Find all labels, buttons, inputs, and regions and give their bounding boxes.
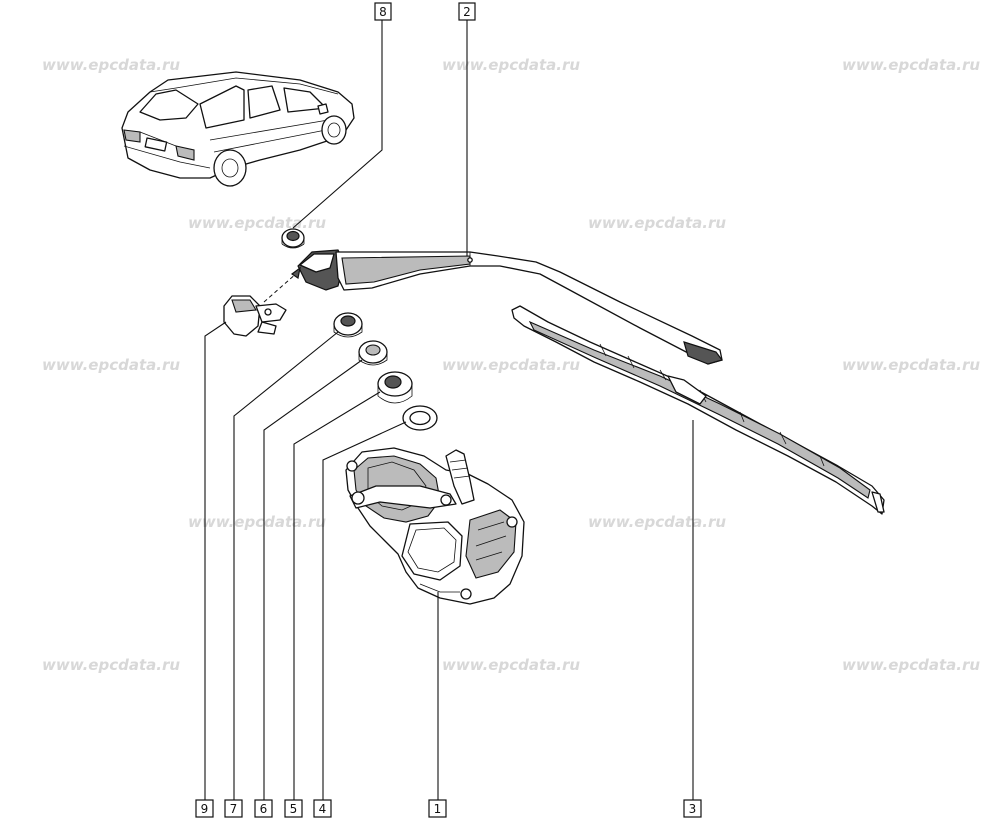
callout-3: 3	[683, 799, 702, 818]
callout-label: 9	[201, 802, 209, 816]
arrow-head	[290, 266, 301, 279]
watermark: www.epcdata.ru	[442, 656, 580, 674]
callout-8: 8	[374, 2, 392, 21]
callout-7: 7	[224, 799, 243, 818]
watermark: www.epcdata.ru	[42, 56, 180, 74]
nut-part-7	[333, 312, 363, 338]
watermark: www.epcdata.ru	[442, 56, 580, 74]
wiper-blade	[511, 305, 885, 515]
callout-label: 7	[230, 802, 238, 816]
watermark-layer: www.epcdata.ru www.epcdata.ru www.epcdat…	[42, 56, 980, 674]
leader-lines	[204, 20, 694, 800]
watermark: www.epcdata.ru	[42, 656, 180, 674]
nut-part-8	[281, 228, 305, 249]
wiper-motor-part-1	[345, 447, 525, 605]
callout-label: 2	[463, 5, 471, 19]
callout-label: 8	[379, 5, 387, 19]
seal-part-4	[402, 405, 438, 431]
callout-label: 5	[290, 802, 298, 816]
watermark: www.epcdata.ru	[442, 356, 580, 374]
watermark: www.epcdata.ru	[842, 656, 980, 674]
callout-4: 4	[313, 799, 332, 818]
assembly-line	[263, 271, 299, 303]
callout-label: 6	[260, 802, 268, 816]
watermark: www.epcdata.ru	[42, 356, 180, 374]
callout-label: 1	[434, 802, 442, 816]
bush-part-5	[377, 371, 413, 404]
nut-part-6	[358, 340, 388, 366]
callout-5: 5	[284, 799, 303, 818]
watermark: www.epcdata.ru	[188, 214, 326, 232]
car-illustration	[121, 71, 355, 187]
callout-label: 3	[689, 802, 697, 816]
watermark: www.epcdata.ru	[188, 513, 326, 531]
watermark: www.epcdata.ru	[842, 56, 980, 74]
callout-1: 1	[428, 799, 447, 818]
callout-9: 9	[195, 799, 214, 818]
watermark: www.epcdata.ru	[588, 214, 726, 232]
watermark: www.epcdata.ru	[842, 356, 980, 374]
callout-2: 2	[458, 2, 476, 21]
cap-part-9	[223, 295, 287, 337]
callout-label: 4	[319, 802, 327, 816]
wiper-arm	[297, 249, 724, 365]
callout-6: 6	[254, 799, 273, 818]
watermark: www.epcdata.ru	[588, 513, 726, 531]
